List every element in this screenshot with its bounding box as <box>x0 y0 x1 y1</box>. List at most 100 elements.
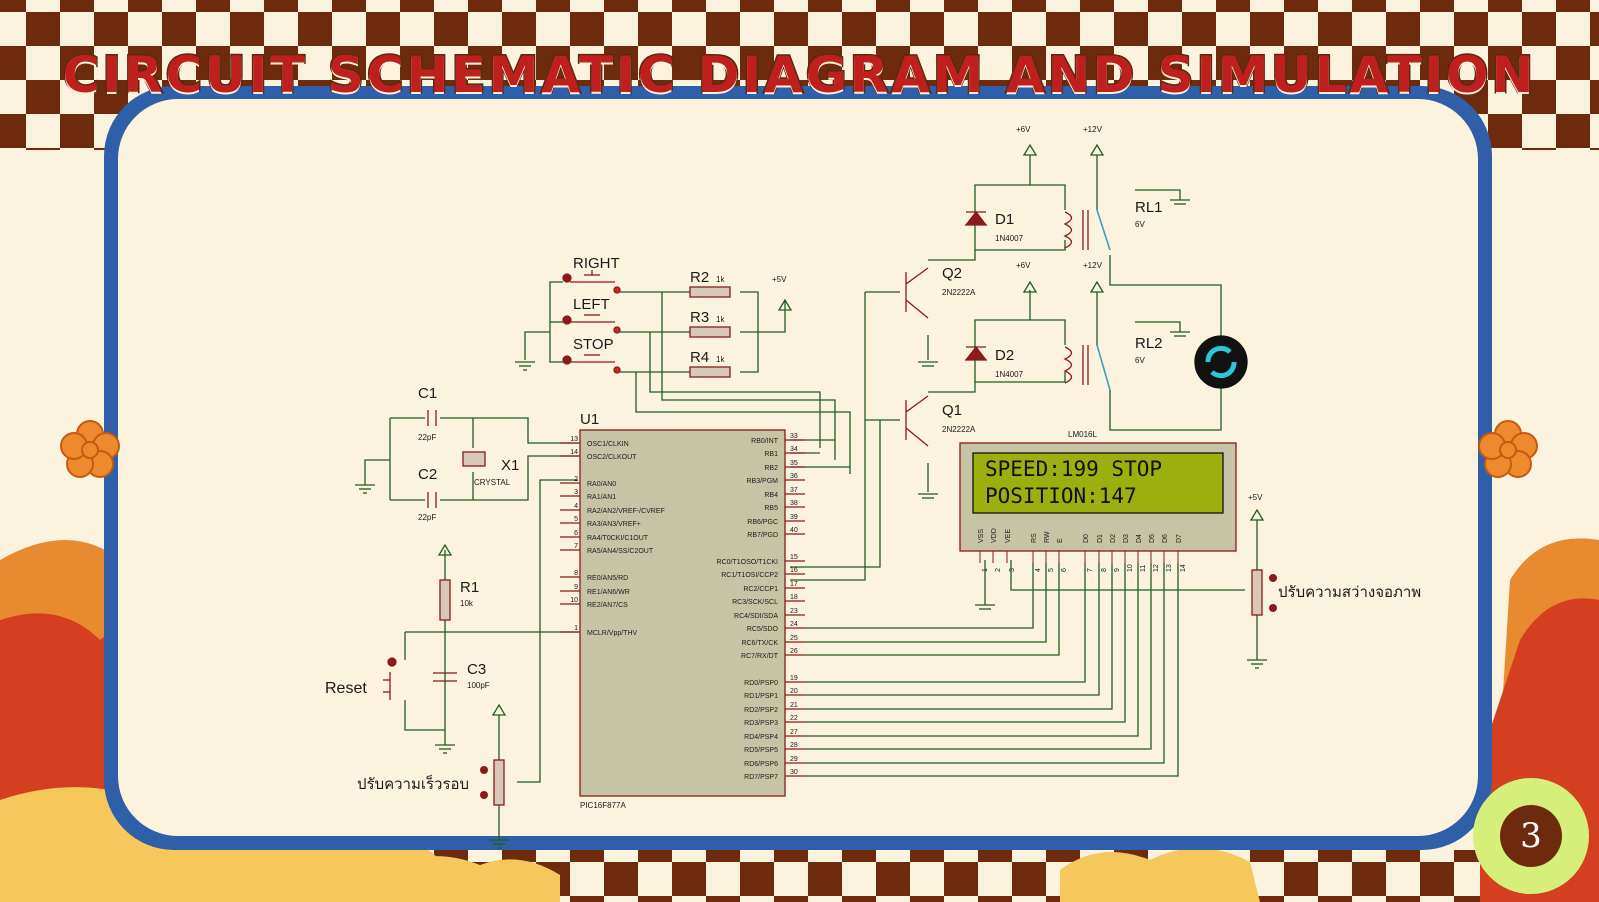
resistor-label: R4 <box>690 349 709 366</box>
lcd-pin-name: D4 <box>1136 534 1143 543</box>
mcu-pin-name: RB1 <box>764 451 778 458</box>
lcd-line-1: SPEED:199 STOP <box>985 457 1162 481</box>
lcd-pin-name: D5 <box>1149 534 1156 543</box>
mcu-pin-number: 39 <box>790 514 798 521</box>
diode-d2 <box>964 345 988 361</box>
reset-label: Reset <box>325 680 367 697</box>
mcu-pin-name: RB5 <box>764 505 778 512</box>
lcd-pin-name: E <box>1057 538 1064 543</box>
potentiometer-speed <box>493 759 505 806</box>
diode-label: D1 <box>995 211 1014 228</box>
mcu-pin-name: RB6/PGC <box>747 519 778 526</box>
lcd-data-wire <box>805 563 1179 777</box>
capacitor-label: C3 <box>467 661 486 678</box>
mcu-pin-number: 9 <box>574 584 578 591</box>
mcu-pin-name: RA1/AN1 <box>587 494 616 501</box>
mcu-pin-number: 25 <box>790 635 798 642</box>
mcu-pin-number: 13 <box>570 436 578 443</box>
mcu-pin-number: 15 <box>790 554 798 561</box>
lcd-data-wire <box>805 563 1100 696</box>
lcd-pin-name: D6 <box>1162 534 1169 543</box>
diode-label: D2 <box>995 347 1014 364</box>
speed-pot-label: ปรับความเร็วรอบ <box>357 774 469 793</box>
mcu-pin-name: RA0/AN0 <box>587 481 616 488</box>
push-button-right <box>562 270 621 294</box>
mcu-pin-name: RC2/CCP1 <box>743 586 778 593</box>
mcu-pin-number: 17 <box>790 581 798 588</box>
mcu-pin-name: RC3/SCK/SCL <box>732 599 778 606</box>
diode-part: 1N4007 <box>995 370 1024 379</box>
mcu-pin-number: 4 <box>574 503 578 510</box>
diode-d1 <box>964 210 988 226</box>
lcd-pin-name: D2 <box>1110 534 1117 543</box>
lcd-data-wire <box>805 563 1060 656</box>
button-label-left: LEFT <box>573 296 610 313</box>
mcu-pin-number: 24 <box>790 621 798 628</box>
mcu-pin-name: RA2/AN2/VREF-/CVREF <box>587 508 665 515</box>
lcd-pin-number: 5 <box>1048 568 1055 572</box>
push-button-stop <box>562 354 621 374</box>
mcu-body <box>579 429 786 797</box>
mcu-pin-name: RC6/TX/CK <box>741 640 778 647</box>
relay-label: RL2 <box>1135 335 1163 352</box>
mcu-pin-number: 2 <box>574 476 578 483</box>
lcd-pin-number: 4 <box>1035 568 1042 572</box>
lcd-data-wire <box>805 563 1126 723</box>
mcu-pin-name: RD6/PSP6 <box>744 761 778 768</box>
lcd-data-wire <box>805 563 1034 629</box>
mcu-pin-number: 40 <box>790 527 798 534</box>
page-number-badge: 3 <box>1473 778 1589 894</box>
mcu-pin-number: 7 <box>574 543 578 550</box>
mcu-pin-number: 30 <box>790 769 798 776</box>
mcu-pin-name: RD0/PSP0 <box>744 680 778 687</box>
mcu-pin-number: 20 <box>790 688 798 695</box>
lcd-pin-number: 12 <box>1153 564 1160 572</box>
lcd-pin-number: 10 <box>1127 564 1134 572</box>
mcu-ref: U1 <box>580 411 599 428</box>
mcu-pin-name: RD7/PSP7 <box>744 774 778 781</box>
mcu-pin-number: 34 <box>790 446 798 453</box>
transistor-label: Q2 <box>942 265 962 282</box>
mcu-pin-name: RC0/T1OSO/T1CKI <box>717 559 779 566</box>
potentiometer-brightness <box>1251 569 1263 616</box>
mcu-pin-name: RA5/AN4/SS/C2OUT <box>587 548 654 555</box>
mcu-pin-name: RC4/SDI/SDA <box>734 613 778 620</box>
relay-value: 6V <box>1135 356 1145 365</box>
mcu-pin-number: 8 <box>574 570 578 577</box>
lcd-data-wire <box>805 563 1165 764</box>
button-label-stop: STOP <box>573 336 614 353</box>
lcd-data-wire <box>805 563 1047 643</box>
lcd-pin-number: 9 <box>1114 568 1121 572</box>
lcd-data-wire <box>805 563 1113 710</box>
lcd-pin-name: D0 <box>1083 534 1090 543</box>
button-label-right: RIGHT <box>573 255 620 272</box>
mcu-pin-name: RA4/T0CKI/C1OUT <box>587 535 649 542</box>
rail-label: +6V <box>1016 125 1031 134</box>
capacitor-label: C2 <box>418 466 437 483</box>
mcu-pin-number: 29 <box>790 756 798 763</box>
transistor-part: 2N2222A <box>942 288 976 297</box>
mcu-pin-number: 5 <box>574 516 578 523</box>
lcd-pin-number: 1 <box>982 568 989 572</box>
mcu-pin-name: OSC1/CLKIN <box>587 441 629 448</box>
rail-label: +6V <box>1016 261 1031 270</box>
lcd-pin-number: 3 <box>1009 568 1016 572</box>
capacitor-value: 22pF <box>418 513 436 522</box>
relay-label: RL1 <box>1135 199 1163 216</box>
slide-title: CIRCUIT SCHEMATIC DIAGRAM AND SIMULATION <box>61 45 1537 106</box>
lcd-pin-number: 6 <box>1061 568 1068 572</box>
flower-right-icon <box>1478 420 1538 478</box>
mcu-pin-name: RC1/T1OSI/CCP2 <box>721 572 778 579</box>
mcu-pin-name: RB3/PGM <box>746 478 778 485</box>
push-button-left <box>562 314 621 334</box>
resistor-value: 1k <box>716 315 725 324</box>
mcu-pin-name: RB2 <box>764 465 778 472</box>
lcd-pin-name: D1 <box>1097 534 1104 543</box>
mcu-pin-number: 35 <box>790 460 798 467</box>
mcu-pin-number: 28 <box>790 742 798 749</box>
lcd-pin-number: 2 <box>995 568 1002 572</box>
capacitor-label: C1 <box>418 385 437 402</box>
mcu-pin-number: 38 <box>790 500 798 507</box>
